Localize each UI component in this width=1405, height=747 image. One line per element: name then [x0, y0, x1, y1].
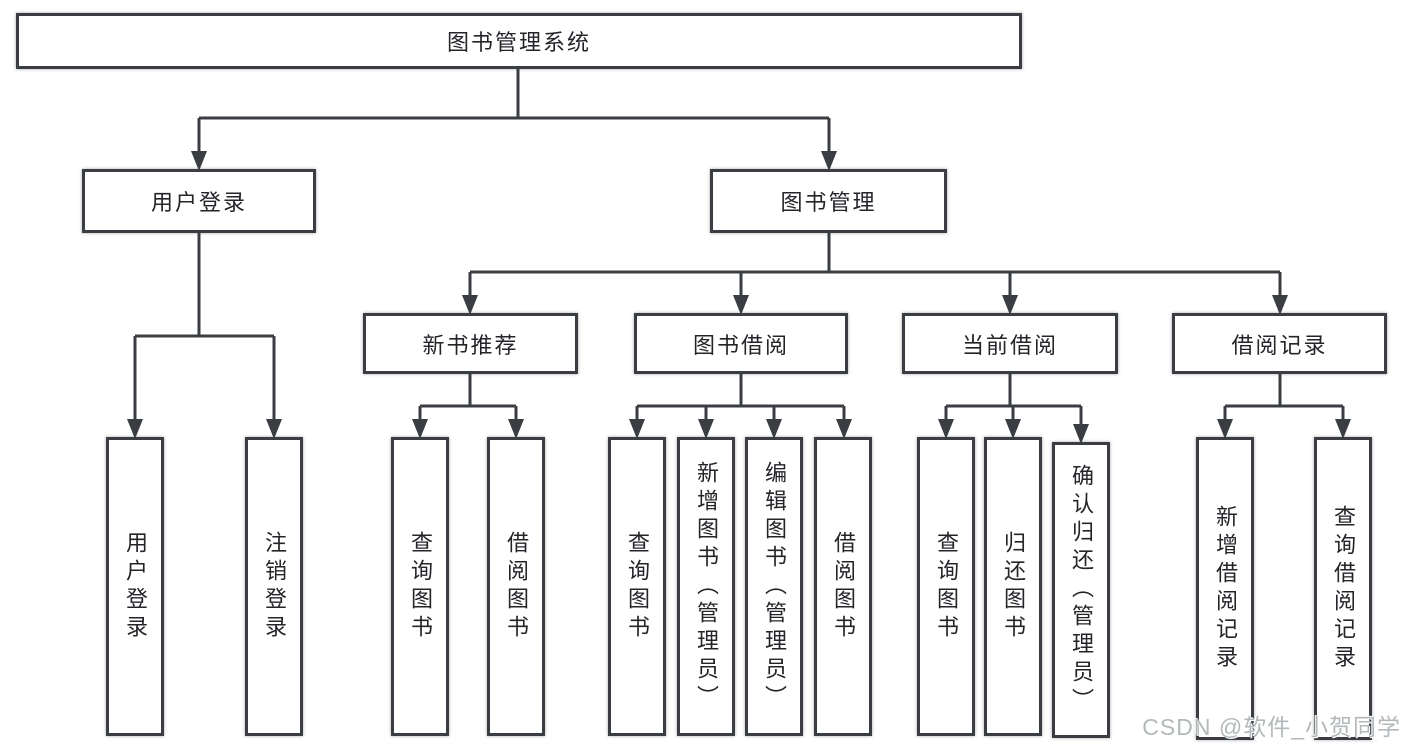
leaf-query-books-borrow: 查询图书 [608, 437, 666, 736]
leaf-query-borrow-record: 查询借阅记录 [1314, 437, 1372, 740]
leaf-user-login: 用户登录 [106, 437, 164, 736]
leaf-query-books-recommend-label: 查询图书 [408, 530, 433, 643]
leaf-add-books-admin: 新增图书（管理员） [677, 437, 735, 736]
leaf-query-books-recommend: 查询图书 [391, 437, 449, 736]
leaf-borrow-books-label: 借阅图书 [831, 530, 856, 643]
node-borrow-records: 借阅记录 [1172, 313, 1387, 374]
leaf-query-books-current: 查询图书 [917, 437, 975, 736]
node-borrow-records-label: 借阅记录 [1231, 332, 1328, 358]
node-book-borrow-label: 图书借阅 [692, 332, 789, 358]
node-root-label: 图书管理系统 [446, 30, 591, 55]
leaf-logout: 注销登录 [245, 437, 303, 736]
leaf-add-books-admin-label: 新增图书（管理员） [694, 460, 719, 713]
leaf-return-books: 归还图书 [984, 437, 1042, 736]
leaf-query-borrow-record-label: 查询借阅记录 [1331, 504, 1356, 673]
leaf-query-books-borrow-label: 查询图书 [625, 530, 650, 643]
node-user-login: 用户登录 [82, 169, 316, 233]
leaf-confirm-return-admin-label: 确认归还（管理员） [1069, 464, 1094, 716]
leaf-query-books-current-label: 查询图书 [934, 530, 959, 643]
node-new-book-recommend: 新书推荐 [363, 313, 578, 374]
node-current-borrow-label: 当前借阅 [961, 332, 1058, 358]
node-new-book-recommend-label: 新书推荐 [422, 332, 519, 358]
node-user-login-label: 用户登录 [150, 190, 247, 215]
leaf-borrow-books: 借阅图书 [814, 437, 872, 736]
leaf-borrow-books-recommend-label: 借阅图书 [504, 530, 529, 643]
node-book-management-label: 图书管理 [780, 190, 877, 215]
leaf-edit-books-admin: 编辑图书（管理员） [745, 437, 803, 736]
node-current-borrow: 当前借阅 [902, 313, 1118, 374]
csdn-watermark: CSDN @软件_小贺同学 [1142, 714, 1401, 740]
leaf-return-books-label: 归还图书 [1001, 530, 1026, 643]
node-book-borrow: 图书借阅 [634, 313, 848, 374]
leaf-add-borrow-record: 新增借阅记录 [1196, 437, 1254, 740]
node-root-system: 图书管理系统 [16, 13, 1022, 69]
leaf-borrow-books-recommend: 借阅图书 [487, 437, 545, 736]
leaf-confirm-return-admin: 确认归还（管理员） [1052, 442, 1110, 738]
node-book-management: 图书管理 [710, 169, 947, 233]
leaf-add-borrow-record-label: 新增借阅记录 [1213, 504, 1238, 673]
leaf-user-login-label: 用户登录 [123, 530, 148, 643]
leaf-logout-label: 注销登录 [262, 530, 287, 643]
leaf-edit-books-admin-label: 编辑图书（管理员） [762, 460, 787, 713]
